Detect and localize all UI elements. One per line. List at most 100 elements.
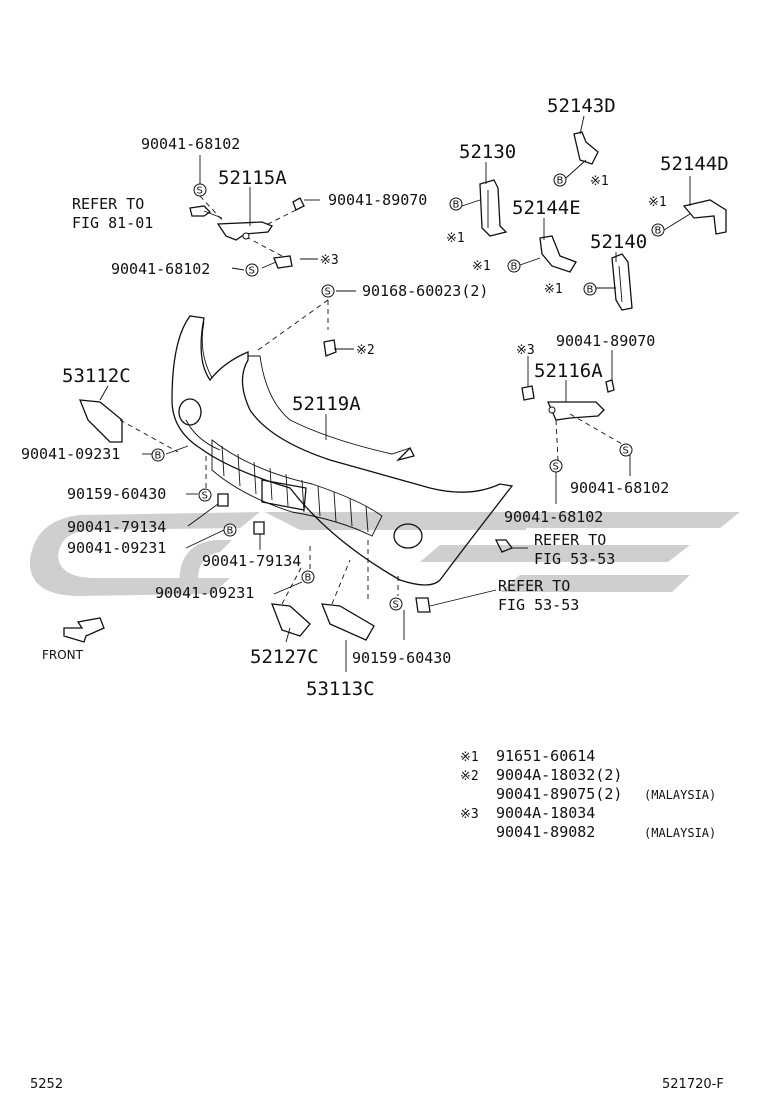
diagram-linework xyxy=(395,446,415,462)
label-mark3: ※3 xyxy=(516,343,535,358)
label-53113c: 53113C xyxy=(306,678,375,700)
label-90041-68102: 90041-68102 xyxy=(504,508,603,526)
diagram-linework xyxy=(248,355,411,455)
diagram-linework xyxy=(449,197,463,211)
label-90159-60430: 90159-60430 xyxy=(352,649,451,667)
clip-89070-b xyxy=(605,379,615,393)
s-marker: S xyxy=(553,462,559,473)
diagram-linework xyxy=(420,545,690,562)
diagram-linework xyxy=(273,581,303,595)
label-front: FRONT xyxy=(42,648,84,662)
clips xyxy=(217,339,514,613)
b-marker: B xyxy=(655,226,662,237)
covers-assembly xyxy=(78,399,375,641)
b-marker: B xyxy=(511,262,518,273)
diagram-linework xyxy=(265,512,534,530)
watermark-logo xyxy=(29,512,740,596)
label-mark1: ※1 xyxy=(590,174,609,189)
label-90041-79134: 90041-79134 xyxy=(202,552,301,570)
diagram-linework xyxy=(199,195,225,223)
label-refer-to: REFER TO xyxy=(72,195,144,213)
diagram-linework xyxy=(565,159,587,179)
bolt-refer-81 xyxy=(189,205,212,217)
diagram-linework xyxy=(253,461,257,495)
legend-mark: ※2 xyxy=(460,769,479,784)
diagram-linework xyxy=(285,627,291,643)
label-fig-53-53: FIG 53-53 xyxy=(534,550,615,568)
legend-part: 90041-89082 xyxy=(496,823,595,841)
clip-89070-a xyxy=(292,197,305,211)
diagram-linework xyxy=(29,512,260,596)
diagram-linework xyxy=(549,459,563,473)
label-52143d: 52143D xyxy=(547,95,616,117)
page-footer: 5252 521720-F xyxy=(30,1077,724,1092)
diagram-linework xyxy=(269,467,273,501)
legend-mark: ※1 xyxy=(460,750,479,765)
diagram-linework xyxy=(231,267,245,271)
s-marker: S xyxy=(202,491,208,502)
support-52116a-assembly xyxy=(521,379,623,461)
diagram-linework xyxy=(333,491,337,523)
diagram-linework xyxy=(257,299,329,351)
diagram-linework xyxy=(261,261,277,269)
label-52144d: 52144D xyxy=(660,153,729,175)
diagram-linework xyxy=(179,540,232,590)
diagram-linework xyxy=(187,503,219,527)
b-marker: B xyxy=(227,526,234,537)
legend-part: 9004A-18034 xyxy=(496,804,595,822)
s-marker: S xyxy=(325,287,331,298)
right-brackets-assembly xyxy=(479,131,727,311)
bracket-52144d xyxy=(682,199,727,235)
s-marker: S xyxy=(197,186,203,197)
legend-mark: ※3 xyxy=(460,807,479,822)
fog-lamp-plug-b xyxy=(415,597,431,613)
s-marker: S xyxy=(249,266,255,277)
legend-part: 90041-89075(2) xyxy=(496,785,622,803)
diagram-linework xyxy=(221,445,225,477)
license-plate-bracket xyxy=(261,479,307,511)
diagram-linework xyxy=(519,257,541,266)
diagram-linework xyxy=(583,282,597,296)
label-fig-53-53: FIG 53-53 xyxy=(498,596,579,614)
front-direction-arrow xyxy=(63,617,105,643)
legend-note: (MALAYSIA) xyxy=(644,788,716,802)
label-90041-89070: 90041-89070 xyxy=(556,332,655,350)
clip-79134-b xyxy=(253,521,265,535)
label-52144e: 52144E xyxy=(512,197,581,219)
diagram-linework xyxy=(317,485,321,517)
diagram-linework xyxy=(663,213,691,231)
label-mark2: ※2 xyxy=(356,343,375,358)
diagram-linework xyxy=(651,223,665,237)
label-refer-to: REFER TO xyxy=(498,577,570,595)
label-90041-68102: 90041-68102 xyxy=(141,135,240,153)
diagram-linework xyxy=(618,265,623,303)
dashed-guides xyxy=(205,299,399,600)
b-marker: B xyxy=(453,200,460,211)
s-marker: S xyxy=(393,600,399,611)
label-mark1: ※1 xyxy=(472,259,491,274)
legend-note: (MALAYSIA) xyxy=(644,826,716,840)
label-52127c: 52127C xyxy=(250,646,319,668)
label-90168-60023: 90168-60023(2) xyxy=(362,282,488,300)
label-90159-60430: 90159-60430 xyxy=(67,485,166,503)
diagram-linework xyxy=(548,406,556,414)
bracket-52140 xyxy=(611,253,633,311)
diagram-linework xyxy=(569,413,623,445)
diagram-linework xyxy=(151,448,165,462)
lower-grille-opening xyxy=(211,439,383,537)
diagram-linework xyxy=(507,259,521,273)
diagram-linework xyxy=(500,575,690,592)
bracket-52144e xyxy=(539,235,577,273)
legend-part: 9004A-18032(2) xyxy=(496,766,622,784)
diagram-linework xyxy=(429,589,497,607)
label-90041-09231: 90041-09231 xyxy=(155,584,254,602)
cover-53113c xyxy=(320,603,375,641)
label-90041-09231: 90041-09231 xyxy=(67,539,166,557)
leader-lines xyxy=(99,115,691,672)
label-mark1: ※1 xyxy=(648,195,667,210)
b-marker: B xyxy=(305,573,312,584)
diagram-linework xyxy=(281,565,303,605)
clip-79134-a xyxy=(217,493,229,507)
diagram-linework xyxy=(321,284,335,298)
